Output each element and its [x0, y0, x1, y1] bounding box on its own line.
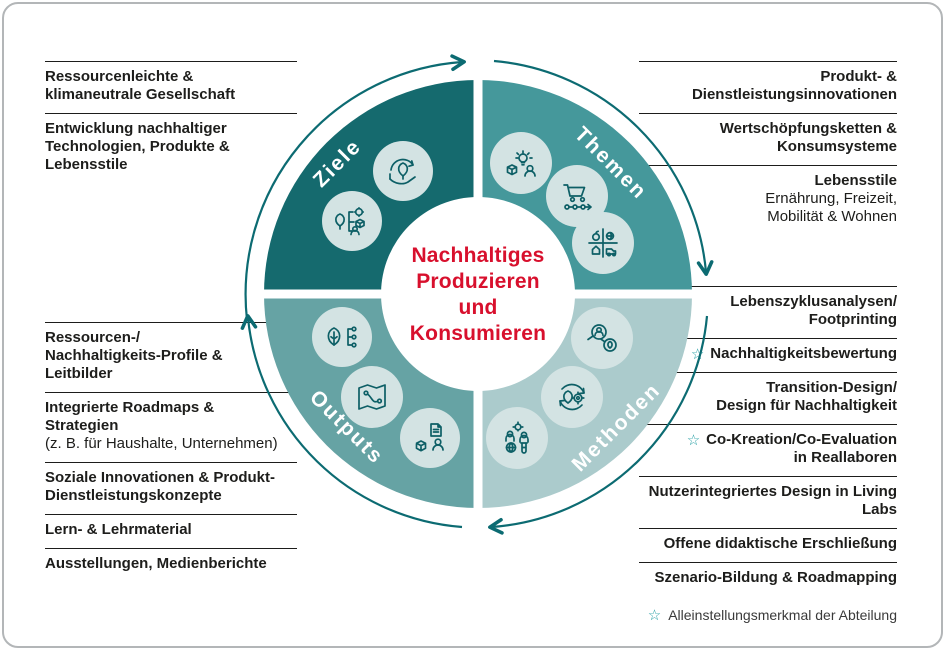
ziele-list: Ressourcenleichte & klimaneutrale Gesell…: [45, 61, 297, 183]
list-item: Entwicklung nachhaltiger Technologien, P…: [45, 113, 297, 183]
list-item-subtext: Ernährung, Freizeit, Mobilität & Wohnen: [765, 190, 897, 225]
themen-list: Produkt- & Dienstleistungsinnovationen W…: [639, 61, 897, 235]
leaf-hand-cycle-icon: [389, 158, 416, 185]
leaf-gear-cube-person-icon: [335, 206, 365, 236]
icon-badge: [373, 141, 433, 201]
list-item-text: Wertschöpfungsketten & Konsumsysteme: [719, 120, 897, 155]
list-item: Szenario-Bildung & Roadmapping: [639, 562, 897, 596]
list-item-text: Szenario-Bildung & Roadmapping: [654, 569, 898, 586]
list-item-text: Integrierte Roadmaps & Strategien: [45, 399, 215, 434]
list-item-text: Offene didaktische Erschließung: [663, 535, 897, 552]
list-item: Transition-Design/ Design für Nachhaltig…: [639, 372, 897, 424]
icon-badge: [312, 307, 372, 367]
list-item: Ausstellungen, Medienberichte: [45, 548, 297, 582]
list-item-subtext: (z. B. für Haushalte, Unternehmen): [45, 435, 278, 452]
cycle-arrow-top-left: [244, 54, 466, 321]
center-circle: [381, 197, 575, 391]
list-item-text: Transition-Design/ Design für Nachhaltig…: [716, 379, 897, 414]
list-item: Produkt- & Dienstleistungsinnovationen: [639, 61, 897, 113]
lifestyle-quadrants-icon: [588, 228, 618, 258]
list-item: Integrierte Roadmaps & Strategien (z. B.…: [45, 392, 297, 462]
list-item-text: Soziale Innovationen & Produkt- Dienstle…: [45, 469, 276, 504]
list-item-text: Nutzerintegriertes Design in Living Labs: [648, 483, 897, 518]
list-item-text: Nachhaltigkeitsbewertung: [710, 345, 897, 362]
list-item-text: Ausstellungen, Medienberichte: [45, 555, 267, 572]
cycle-wheel: Ziele Themen Methoden Outputs: [240, 54, 714, 535]
legend-text: Alleinstellungsmerkmal der Abteilung: [668, 607, 897, 623]
center-title: Nachhaltiges Produzieren und Konsumieren: [409, 244, 547, 346]
list-item-text: Entwicklung nachhaltiger Technologien, P…: [45, 120, 230, 173]
icon-badge: [322, 191, 382, 251]
cycle-leaf-gear-icon: [559, 383, 585, 411]
shopping-cart-chain-icon: [563, 184, 592, 211]
star-icon: ☆: [686, 431, 701, 449]
magnifier-person-leaf-icon: [587, 324, 617, 352]
list-item: Lebenszyklusanalysen/ Footprinting: [639, 286, 897, 338]
list-item-text: Produkt- & Dienstleistungsinnovationen: [691, 68, 897, 103]
list-item-text: Lebensstile: [814, 172, 897, 189]
cycle-arrow-bottom-right: [488, 315, 709, 535]
roadmap-route-icon: [358, 384, 386, 410]
lightbulb-person-cube-icon: [506, 150, 536, 177]
list-item: Lern- & Lehrmaterial: [45, 514, 297, 548]
list-item-text: Ressourcen-/ Nachhaltigkeits-Profile & L…: [45, 329, 223, 382]
star-icon: ☆: [647, 606, 662, 624]
outputs-list: Ressourcen-/ Nachhaltigkeits-Profile & L…: [45, 322, 297, 582]
cycle-arrow-top-right: [493, 59, 714, 276]
cube-document-person-icon: [415, 423, 444, 452]
icon-badge: [400, 408, 460, 468]
list-item: Ressourcenleichte & klimaneutrale Gesell…: [45, 61, 297, 113]
list-item-text: Co-Kreation/Co-Evaluation in Reallaboren: [706, 431, 897, 466]
leaf-branch-diagram-icon: [327, 326, 357, 348]
list-item-text: Lebenszyklusanalysen/ Footprinting: [730, 293, 897, 328]
list-item: Ressourcen-/ Nachhaltigkeits-Profile & L…: [45, 322, 297, 392]
cycle-arrow-bottom-left: [240, 314, 463, 529]
list-item-text: Ressourcenleichte & klimaneutrale Gesell…: [45, 68, 236, 103]
methoden-list: Lebenszyklusanalysen/ Footprinting ☆ Nac…: [639, 286, 897, 596]
icon-badge: [486, 407, 548, 469]
people-globe-testtube-icon: [505, 421, 529, 454]
list-item: Nutzerintegriertes Design in Living Labs: [639, 476, 897, 528]
list-item: Wertschöpfungsketten & Konsumsysteme: [639, 113, 897, 165]
list-item: Soziale Innovationen & Produkt- Dienstle…: [45, 462, 297, 514]
list-item-text: Lern- & Lehrmaterial: [45, 521, 192, 538]
icon-badge: [341, 366, 403, 428]
list-item: Offene didaktische Erschließung: [639, 528, 897, 562]
list-item: Lebensstile Ernährung, Freizeit, Mobilit…: [639, 165, 897, 235]
legend: ☆ Alleinstellungsmerkmal der Abteilung: [648, 606, 897, 624]
list-item: ☆ Co-Kreation/Co-Evaluation in Reallabor…: [639, 424, 897, 476]
